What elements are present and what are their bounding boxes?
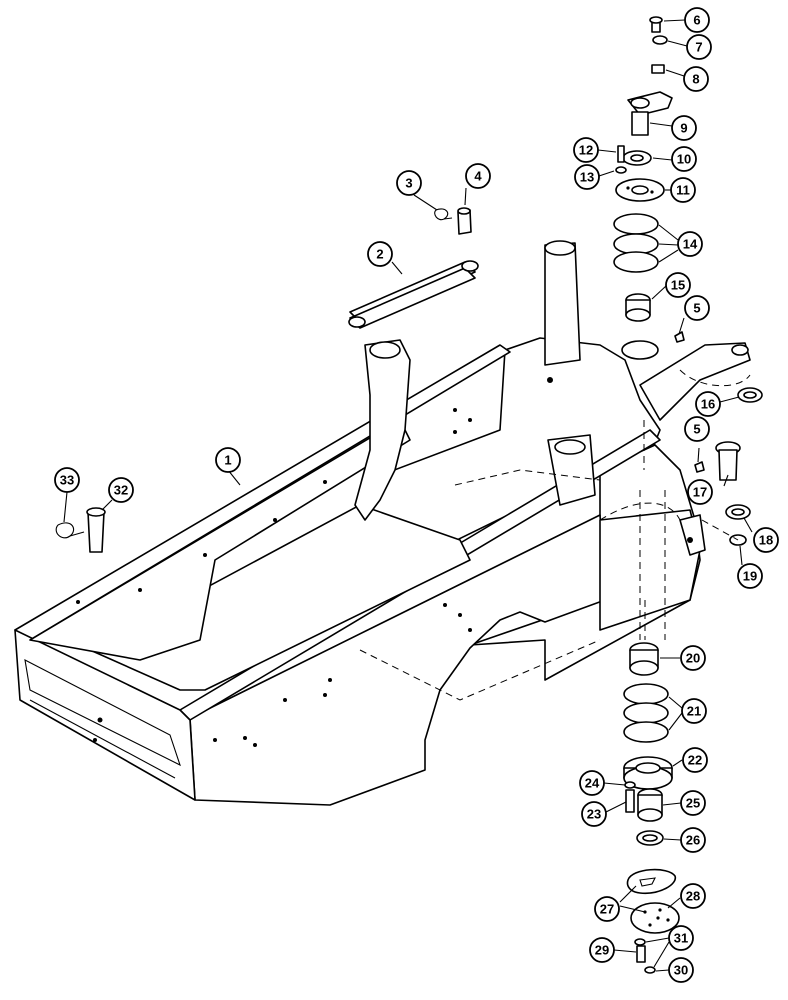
callout-7: 7 [686, 34, 712, 60]
svg-text:6: 6 [693, 13, 700, 28]
svg-text:32: 32 [114, 483, 128, 498]
callout-22: 22 [682, 747, 708, 773]
callout-28: 28 [680, 883, 706, 909]
main-frame [14, 240, 751, 806]
callout-33: 33 [54, 467, 80, 493]
pin-32 [86, 507, 106, 553]
svg-text:14: 14 [683, 237, 698, 252]
callout-3: 3 [396, 170, 422, 196]
callout-29: 29 [589, 937, 615, 963]
svg-text:17: 17 [693, 485, 707, 500]
callout-10: 10 [671, 146, 697, 172]
callout-30: 30 [668, 957, 694, 983]
svg-text:10: 10 [677, 152, 691, 167]
callout-14: 14 [677, 231, 703, 257]
svg-text:7: 7 [695, 40, 702, 55]
callout-12: 12 [573, 137, 599, 163]
callout-6: 6 [684, 7, 710, 33]
svg-text:26: 26 [686, 833, 700, 848]
svg-text:5: 5 [693, 301, 700, 316]
svg-text:3: 3 [405, 176, 412, 191]
clip-3 [434, 208, 453, 221]
lower-kingpin-stack [623, 642, 680, 974]
callout-23: 23 [581, 801, 607, 827]
svg-text:30: 30 [674, 963, 688, 978]
svg-text:29: 29 [595, 943, 609, 958]
svg-text:16: 16 [701, 397, 715, 412]
clip-33 [55, 522, 85, 539]
svg-text:23: 23 [587, 807, 601, 822]
pin-4 [457, 207, 472, 235]
callout-27: 27 [594, 896, 620, 922]
callout-21: 21 [681, 698, 707, 724]
callout-26: 26 [680, 827, 706, 853]
svg-text:24: 24 [585, 776, 600, 791]
svg-text:25: 25 [686, 796, 700, 811]
leader-lines [63, 19, 753, 972]
svg-text:21: 21 [687, 704, 701, 719]
callout-18: 18 [753, 527, 779, 553]
upper-kingpin-stack [613, 16, 685, 360]
callout-25: 25 [680, 790, 706, 816]
callout-5-upper: 5 [684, 295, 710, 321]
svg-text:12: 12 [579, 143, 593, 158]
callout-13: 13 [574, 164, 600, 190]
svg-text:33: 33 [60, 473, 74, 488]
link-arm [348, 260, 479, 329]
svg-text:5: 5 [693, 422, 700, 437]
svg-text:19: 19 [743, 569, 757, 584]
callout-15: 15 [665, 272, 691, 298]
svg-text:1: 1 [224, 453, 231, 468]
callout-24: 24 [579, 770, 605, 796]
svg-text:22: 22 [688, 753, 702, 768]
svg-text:2: 2 [376, 247, 383, 262]
callout-4: 4 [465, 163, 491, 189]
svg-text:18: 18 [759, 533, 773, 548]
svg-text:27: 27 [600, 902, 614, 917]
svg-text:4: 4 [474, 169, 482, 184]
svg-text:20: 20 [686, 651, 700, 666]
callout-9: 9 [671, 115, 697, 141]
svg-text:8: 8 [692, 72, 699, 87]
callout-8: 8 [683, 66, 709, 92]
callout-1: 1 [215, 447, 241, 473]
svg-text:13: 13 [580, 170, 594, 185]
svg-text:28: 28 [686, 889, 700, 904]
callout-31: 31 [668, 925, 694, 951]
callout-5-lower: 5 [684, 416, 710, 442]
alignment-lines [643, 420, 739, 640]
callout-20: 20 [680, 645, 706, 671]
callout-11: 11 [670, 177, 696, 203]
svg-text:31: 31 [674, 931, 688, 946]
callout-16: 16 [695, 391, 721, 417]
callout-2: 2 [367, 241, 393, 267]
svg-text:15: 15 [671, 278, 685, 293]
callout-19: 19 [737, 563, 763, 589]
callout-32: 32 [108, 477, 134, 503]
svg-text:9: 9 [680, 121, 687, 136]
callout-17: 17 [687, 479, 713, 505]
svg-text:11: 11 [676, 183, 690, 198]
